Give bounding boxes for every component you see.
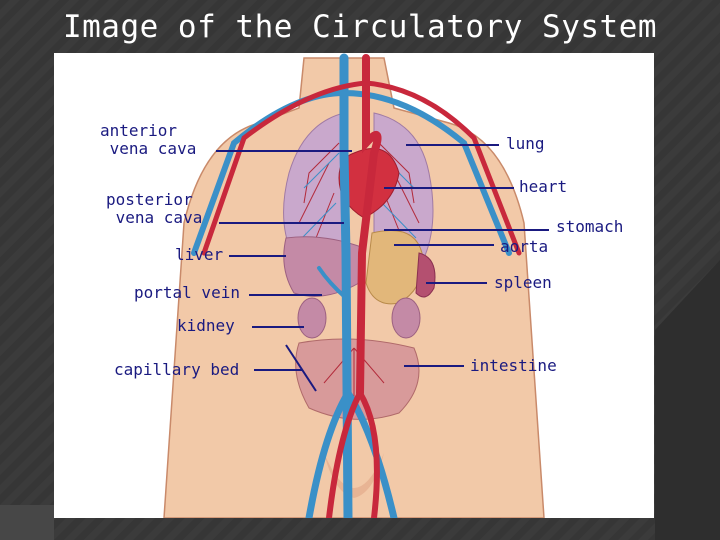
label-portal-vein: portal vein xyxy=(134,283,240,302)
pelvis-shading xyxy=(324,453,384,498)
slide-title: Image of the Circulatory System xyxy=(62,9,658,45)
capillary-bed-bracket xyxy=(285,344,317,392)
spleen xyxy=(415,252,436,298)
label-capillary-bed: capillary bed xyxy=(114,360,240,379)
vena-cava xyxy=(339,53,353,518)
label-heart: heart xyxy=(519,177,568,196)
label-anterior-vena-cava: anterior vena cava xyxy=(100,121,197,158)
kidney-right xyxy=(391,297,421,339)
label-liver: liver xyxy=(175,245,224,264)
portal-vein xyxy=(317,266,348,300)
kidney-left xyxy=(297,297,327,339)
circulatory-diagram: anterior vena cava posterior vena cava l… xyxy=(54,53,654,518)
label-posterior-vena-cava: posterior vena cava xyxy=(106,190,203,227)
anatomy-illustration xyxy=(163,53,549,518)
leader-lines xyxy=(216,144,549,371)
label-lung: lung xyxy=(506,134,545,153)
aorta xyxy=(356,54,382,397)
label-kidney: kidney xyxy=(177,316,235,335)
label-intestine: intestine xyxy=(470,356,557,375)
label-spleen: spleen xyxy=(494,273,552,292)
label-aorta: aorta xyxy=(500,237,549,256)
label-stomach: stomach xyxy=(556,217,624,236)
